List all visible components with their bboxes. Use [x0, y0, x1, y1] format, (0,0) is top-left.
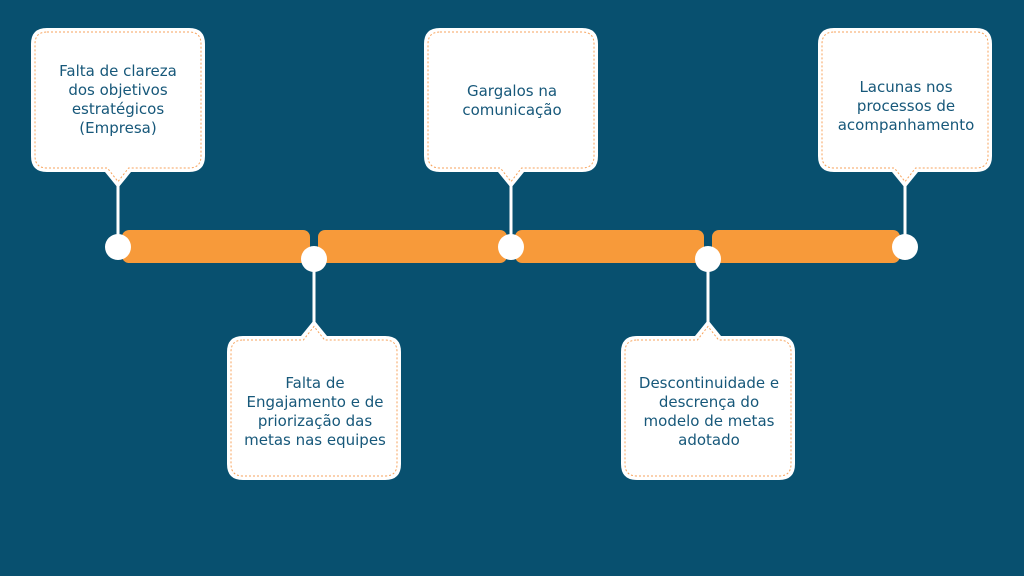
callout-box-3: [424, 28, 598, 188]
timeline-segment-4: [712, 230, 900, 263]
callout-box-4: [621, 320, 795, 480]
timeline-node-2: [301, 246, 327, 272]
callout-text-1: Falta de clareza dos objetivos estratégi…: [36, 62, 200, 162]
callout-box-5: [818, 28, 992, 188]
timeline-segment-2: [318, 230, 507, 263]
callout-text-4: Descontinuidade e descrença do modelo de…: [626, 374, 792, 474]
callout-text-2: Falta de Engajamento e de priorização da…: [232, 374, 398, 474]
callout-text-3: Gargalos na comunicação: [430, 82, 594, 142]
timeline-node-5: [892, 234, 918, 260]
callout-dotted-border-2: [230, 325, 398, 477]
callout-box-1: [31, 28, 205, 188]
callout-1-label: Falta de clareza dos objetivos estratégi…: [59, 62, 177, 137]
timeline-node-4: [695, 246, 721, 272]
callout-box-2: [227, 320, 401, 480]
callout-4-label: Descontinuidade e descrença do modelo de…: [638, 374, 780, 449]
callout-dotted-border-3: [427, 31, 595, 183]
callout-text-5: Lacunas nos processos de acompanhamento: [823, 78, 989, 158]
callout-dotted-border-1: [34, 31, 202, 183]
callout-dotted-border-4: [624, 325, 792, 477]
timeline-segment-3: [515, 230, 704, 263]
timeline-segment-1: [122, 230, 310, 263]
callout-dotted-border-5: [821, 31, 989, 183]
callout-5-label: Lacunas nos processos de acompanhamento: [837, 78, 975, 134]
timeline-node-3: [498, 234, 524, 260]
timeline-node-1: [105, 234, 131, 260]
callout-2-label: Falta de Engajamento e de priorização da…: [244, 374, 386, 449]
callout-3-label: Gargalos na comunicação: [462, 82, 562, 119]
